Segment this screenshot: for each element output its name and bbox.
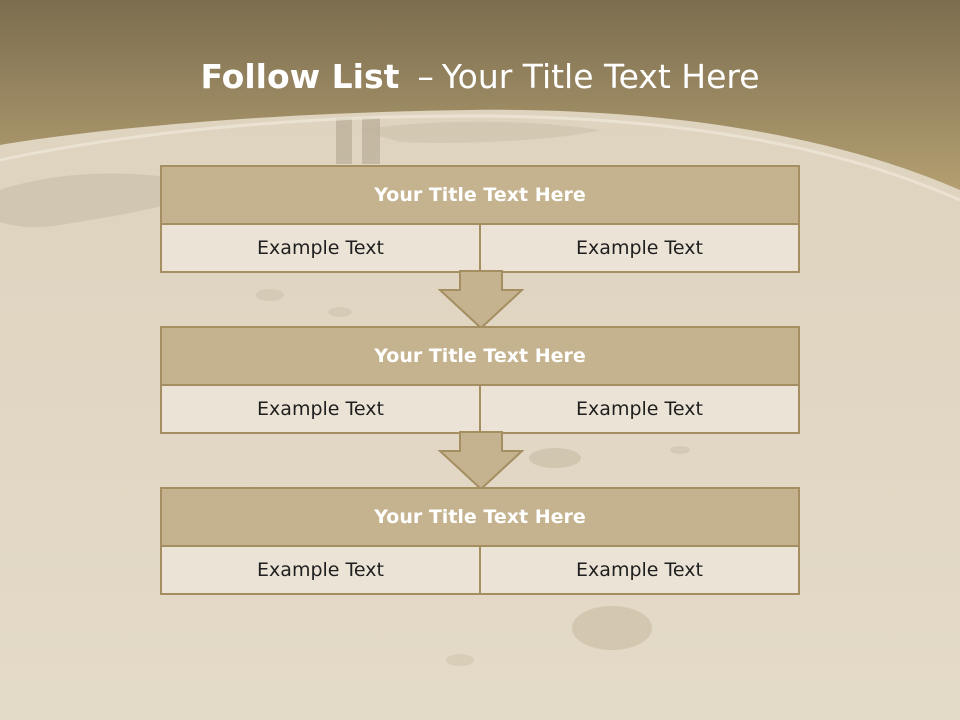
- follow-block-cells: Example Text Example Text: [162, 386, 798, 432]
- slide-title: Follow List–Your Title Text Here: [0, 50, 960, 104]
- follow-block-3: Your Title Text Here Example Text Exampl…: [160, 487, 800, 595]
- follow-block-right-text: Example Text: [479, 225, 798, 271]
- follow-block-right-text: Example Text: [479, 547, 798, 593]
- follow-block-2: Your Title Text Here Example Text Exampl…: [160, 326, 800, 434]
- follow-block-cells: Example Text Example Text: [162, 225, 798, 271]
- follow-block-1: Your Title Text Here Example Text Exampl…: [160, 165, 800, 273]
- down-arrow-icon: [438, 270, 524, 330]
- follow-block-title: Your Title Text Here: [162, 167, 798, 225]
- down-arrow-icon: [438, 431, 524, 491]
- follow-block-left-text: Example Text: [162, 547, 479, 593]
- follow-block-left-text: Example Text: [162, 386, 479, 432]
- follow-block-title: Your Title Text Here: [162, 489, 798, 547]
- title-rest: Your Title Text Here: [441, 57, 760, 96]
- follow-block-title: Your Title Text Here: [162, 328, 798, 386]
- title-bold-part: Follow List: [200, 57, 400, 96]
- follow-block-cells: Example Text Example Text: [162, 547, 798, 593]
- follow-block-right-text: Example Text: [479, 386, 798, 432]
- title-dash: –: [417, 57, 434, 96]
- follow-block-left-text: Example Text: [162, 225, 479, 271]
